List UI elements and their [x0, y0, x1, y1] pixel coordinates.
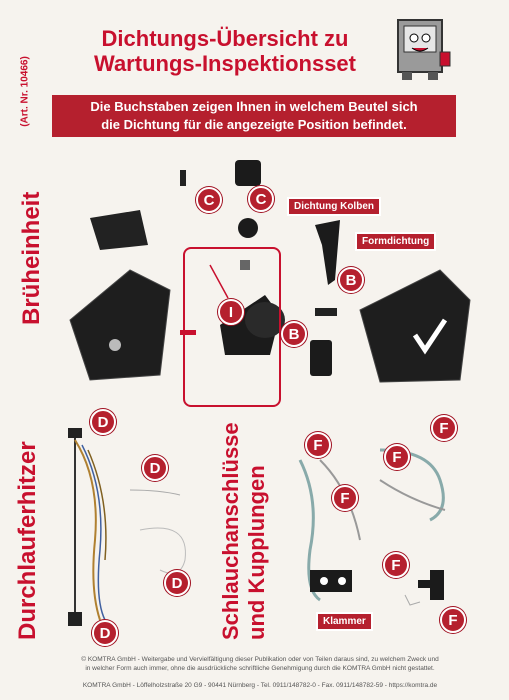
banner-line-1: Die Buchstaben zeigen Ihnen in welchem B…: [90, 99, 418, 114]
footer-line-3: KOMTRA GmbH - Löffelholzstraße 20 G9 - 9…: [82, 682, 438, 689]
label-formdichtung: Formdichtung: [355, 232, 437, 251]
callout-f-3: F: [384, 444, 410, 470]
callout-c-1: C: [196, 187, 222, 213]
title-line-2: Wartungs-Inspektionsset: [94, 51, 356, 76]
callout-d-3: D: [164, 570, 190, 596]
callout-i: I: [218, 299, 244, 325]
page-title: Dichtungs-Übersicht zu Wartungs-Inspekti…: [60, 26, 390, 76]
section-brueheinheit: Brüheinheit: [18, 191, 45, 325]
brueheinheit-illustration: [69, 160, 471, 383]
callout-f-6: F: [440, 607, 466, 633]
callout-b-1: B: [338, 267, 364, 293]
title-line-1: Dichtungs-Übersicht zu: [101, 26, 349, 51]
section-durchlauferhitzer: Durchlauferhitzer: [14, 441, 41, 640]
label-klammer: Klammer: [316, 612, 373, 631]
callout-d-2: D: [142, 455, 168, 481]
callout-d-4: D: [92, 620, 118, 646]
callout-b-2: B: [281, 321, 307, 347]
footer: © KOMTRA GmbH - Weitergabe und Vervielfä…: [30, 655, 490, 690]
schlauch-illustration: [298, 448, 446, 606]
mascot-icon: [397, 19, 451, 80]
callout-f-2: F: [431, 415, 457, 441]
callout-f-4: F: [332, 485, 358, 511]
label-dichtung-kolben: Dichtung Kolben: [287, 197, 381, 216]
durchlauferhitzer-illustration: [68, 428, 186, 626]
callout-d-1: D: [90, 409, 116, 435]
footer-line-2: in welcher Form auch immer, ohne die aus…: [85, 665, 435, 672]
highlight-box: [183, 247, 281, 407]
section-schlauch-line-1: Schlauchanschlüsse: [218, 422, 243, 640]
section-schlauch-line-2: und Kupplungen: [244, 465, 269, 640]
instruction-banner: Die Buchstaben zeigen Ihnen in welchem B…: [52, 95, 456, 137]
footer-line-1: © KOMTRA GmbH - Weitergabe und Vervielfä…: [81, 656, 439, 663]
banner-line-2: die Dichtung für die angezeigte Position…: [101, 117, 407, 132]
callout-f-5: F: [383, 552, 409, 578]
callout-c-2: C: [248, 186, 274, 212]
article-number: (Art. Nr. 10466): [19, 56, 31, 127]
callout-f-1: F: [305, 432, 331, 458]
